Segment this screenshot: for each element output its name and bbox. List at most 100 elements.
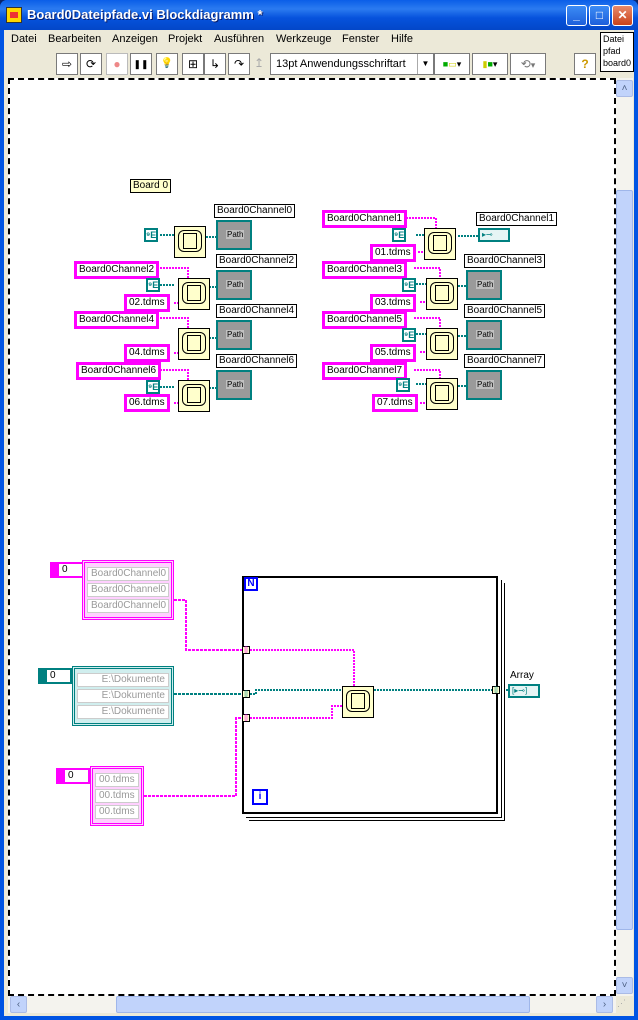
font-select[interactable]: 13pt Anwendungsschriftart ▼ [270,53,434,75]
output-tunnel[interactable]: [] [492,686,500,694]
array-element[interactable]: Board0Channel0 [87,599,169,613]
path-indicator[interactable]: Path [216,220,252,250]
vertical-scrollbar[interactable]: ˄ ˅ [616,78,633,996]
string-constant[interactable]: Board0Channel5 [322,311,408,329]
menu-bearbeiten[interactable]: Bearbeiten [48,33,102,45]
horizontal-scrollbar[interactable]: ‹ › [8,996,616,1013]
chevron-down-icon: ▼ [417,54,433,74]
run-button[interactable]: ⇨ [56,53,78,75]
array-element[interactable]: Board0Channel0 [87,583,169,597]
array-constant-names[interactable]: Board0Channel0 Board0Channel0 Board0Chan… [82,560,174,620]
scroll-up-button[interactable]: ˄ [616,80,633,97]
build-path-function-icon[interactable] [178,380,210,412]
array-index-display[interactable]: 0 [56,768,90,784]
minimize-button[interactable]: _ [566,5,587,26]
string-constant[interactable]: 03.tdms [370,294,416,312]
retain-wire-values-button[interactable]: ⊞ [182,53,204,75]
path-indicator[interactable]: Path [466,270,502,300]
abort-button[interactable]: ● [106,53,128,75]
string-constant[interactable]: Board0Channel2 [74,261,160,279]
menu-werkzeuge[interactable]: Werkzeuge [276,33,332,45]
array-element[interactable]: E:\Dokumente [77,673,169,687]
loop-iteration-terminal[interactable]: i [252,789,268,805]
array-element[interactable]: E:\Dokumente [77,689,169,703]
wire [144,717,244,797]
build-path-function-icon[interactable] [342,686,374,718]
enum-constant-icon[interactable]: ⁹E [146,278,160,292]
string-constant[interactable]: Board0Channel6 [76,362,162,380]
pause-button[interactable]: ❚❚ [130,53,152,75]
enum-constant-icon[interactable]: ⁹E [396,378,410,392]
array-element[interactable]: 00.tdms [95,789,139,803]
highlight-execution-button[interactable]: 💡 [156,53,178,75]
context-help-button[interactable]: ? [574,53,596,75]
input-tunnel[interactable]: [] [242,690,250,698]
string-constant[interactable]: 04.tdms [124,344,170,362]
enum-constant-icon[interactable]: ⁹E [402,278,416,292]
menu-hilfe[interactable]: Hilfe [391,33,414,45]
array-path-indicator[interactable]: [▸⊸] [508,684,540,698]
vertical-scroll-thumb[interactable] [616,190,633,930]
scroll-right-button[interactable]: › [596,996,613,1013]
array-element[interactable]: 00.tdms [95,773,139,787]
string-constant[interactable]: Board0Channel4 [74,311,160,329]
distribute-objects-button[interactable]: ▮■▾ [472,53,508,75]
array-index-display[interactable]: 0 [50,562,84,578]
menu-anzeigen[interactable]: Anzeigen [112,33,158,45]
array-index-display[interactable]: 0 [38,668,72,684]
array-element[interactable]: Board0Channel0 [87,567,169,581]
string-constant[interactable]: 07.tdms [372,394,418,412]
step-over-button[interactable]: ↷ [228,53,250,75]
build-path-function-icon[interactable] [178,278,210,310]
array-constant-paths[interactable]: E:\Dokumente E:\Dokumente E:\Dokumente [72,666,174,726]
string-constant[interactable]: Board0Channel1 [322,210,408,228]
string-constant[interactable]: 01.tdms [370,244,416,262]
path-indicator[interactable]: Path [216,320,252,350]
enum-constant-icon[interactable]: ⁹E [144,228,158,242]
step-out-button[interactable]: ↥ [253,56,265,70]
build-path-function-icon[interactable] [174,226,206,258]
path-indicator[interactable]: Path [216,270,252,300]
path-indicator[interactable]: Path [466,320,502,350]
resize-grip-icon[interactable]: ⋰ [617,998,626,1008]
string-constant[interactable]: 06.tdms [124,394,170,412]
run-continuously-button[interactable]: ⟳ [80,53,102,75]
string-constant[interactable]: 05.tdms [370,344,416,362]
string-constant[interactable]: Board0Channel7 [322,362,408,380]
enum-constant-icon[interactable]: ⁹E [402,328,416,342]
path-indicator[interactable]: Path [216,370,252,400]
title-bar[interactable]: Board0Dateipfade.vi Blockdiagramm * _ □ … [0,0,638,30]
block-diagram-canvas[interactable]: Board 0 Board0Channel0 ⁹E Path Board0Cha… [8,78,616,996]
array-element[interactable]: 00.tdms [95,805,139,819]
menu-ausfuehren[interactable]: Ausführen [214,33,265,45]
build-path-function-icon[interactable] [178,328,210,360]
align-objects-button[interactable]: ■▭▾ [434,53,470,75]
loop-count-terminal[interactable]: N [244,577,258,591]
build-path-function-icon[interactable] [426,378,458,410]
enum-constant-icon[interactable]: ⁹E [392,228,406,242]
menu-projekt[interactable]: Projekt [168,33,203,45]
board-label[interactable]: Board 0 [130,179,172,193]
menu-fenster[interactable]: Fenster [342,33,380,45]
build-path-function-icon[interactable] [424,228,456,260]
path-indicator-label: Path [226,230,245,239]
scroll-down-button[interactable]: ˅ [616,977,633,994]
maximize-button[interactable]: □ [589,5,610,26]
scroll-left-button[interactable]: ‹ [10,996,27,1013]
build-path-function-icon[interactable] [426,328,458,360]
reorder-button[interactable]: ⟲▾ [510,53,546,75]
array-element[interactable]: E:\Dokumente [77,705,169,719]
step-into-button[interactable]: ↳ [204,53,226,75]
menu-datei[interactable]: Datei [11,33,37,45]
array-constant-files[interactable]: 00.tdms 00.tdms 00.tdms [90,766,144,826]
input-tunnel[interactable]: [] [242,714,250,722]
build-path-function-icon[interactable] [426,278,458,310]
path-indicator[interactable]: Path [466,370,502,400]
input-tunnel[interactable]: [] [242,646,250,654]
string-constant[interactable]: Board0Channel3 [322,261,408,279]
path-indicator-small[interactable]: ▸⊸ [478,228,510,242]
enum-constant-icon[interactable]: ⁹E [146,380,160,394]
close-button[interactable]: ✕ [612,5,633,26]
string-constant[interactable]: 02.tdms [124,294,170,312]
horizontal-scroll-thumb[interactable] [116,996,530,1013]
